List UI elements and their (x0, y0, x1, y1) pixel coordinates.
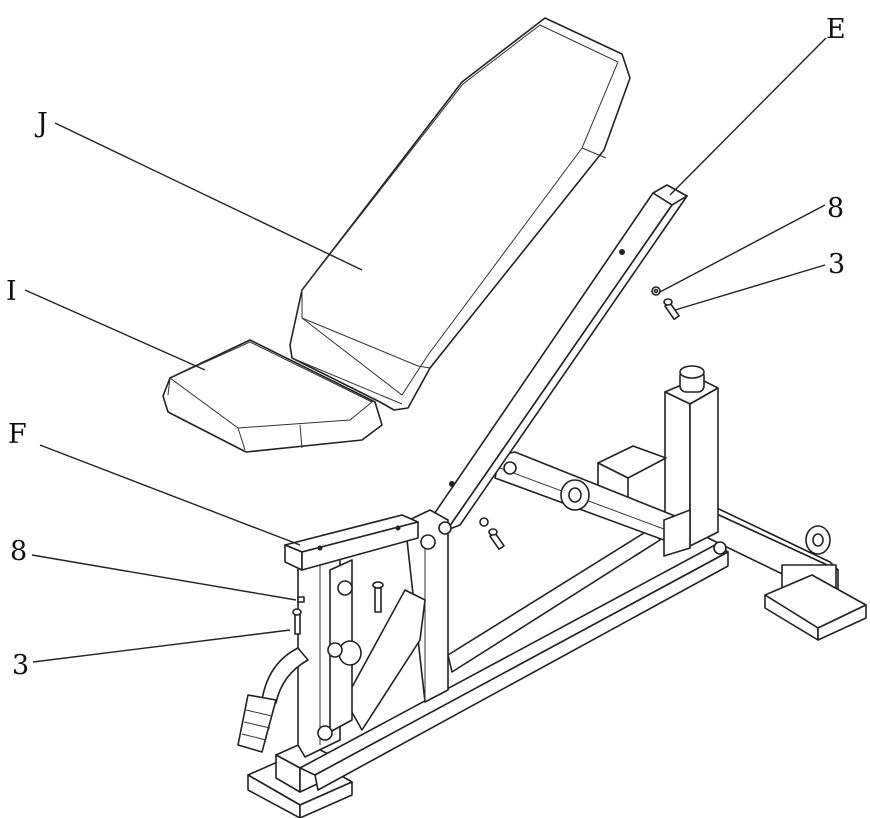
backrest-tube (429, 184, 688, 531)
label-8-left: 8 (10, 536, 27, 567)
pull-handle (237, 647, 309, 753)
label-3-right: 3 (828, 249, 845, 280)
label-3-left: 3 (12, 650, 29, 681)
adjustment-arm (494, 451, 691, 557)
label-e: E (826, 14, 846, 45)
label-8-right: 8 (827, 193, 844, 224)
front-upright (297, 509, 452, 758)
hardware (292, 286, 680, 635)
seat-pad (162, 339, 383, 453)
seat-bracket (284, 514, 419, 571)
leader-lines (24, 37, 827, 663)
label-i: I (6, 276, 17, 307)
back-pad (289, 17, 631, 411)
label-j: J (34, 108, 48, 139)
label-f: F (8, 419, 27, 450)
base-frame (247, 365, 867, 818)
